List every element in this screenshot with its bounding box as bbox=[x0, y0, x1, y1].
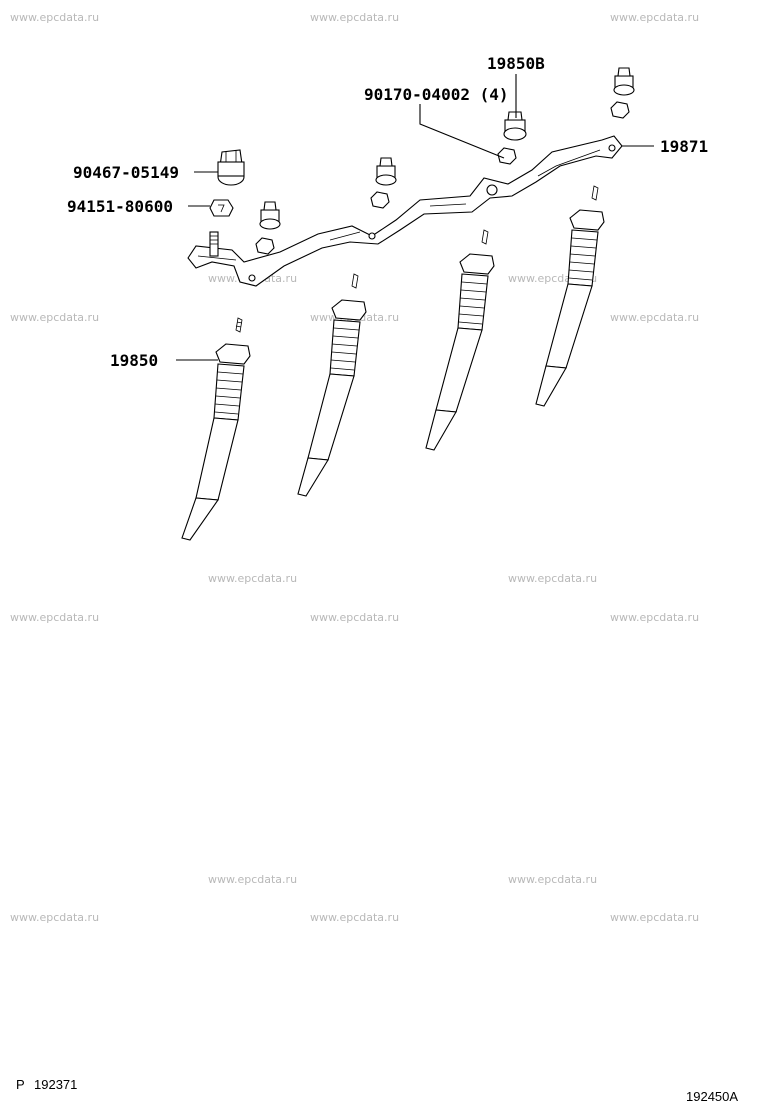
watermark: www.epcdata.ru bbox=[508, 873, 597, 886]
watermark: www.epcdata.ru bbox=[508, 572, 597, 585]
watermark: www.epcdata.ru bbox=[10, 611, 99, 624]
watermark: www.epcdata.ru bbox=[10, 11, 99, 24]
watermark: www.epcdata.ru bbox=[610, 311, 699, 324]
watermark: www.epcdata.ru bbox=[208, 873, 297, 886]
terminal-cap-part bbox=[255, 201, 281, 255]
watermark: www.epcdata.ru bbox=[208, 572, 297, 585]
watermark: www.epcdata.ru bbox=[10, 911, 99, 924]
callout-nut-90170-04002: 90170-04002 (4) bbox=[364, 85, 509, 104]
glow-plug-busbar bbox=[187, 135, 623, 287]
watermark: www.epcdata.ru bbox=[610, 911, 699, 924]
callout-busbar-19871: 19871 bbox=[660, 137, 708, 156]
terminal-cap-part bbox=[503, 111, 527, 141]
washer-nut-part bbox=[209, 199, 234, 217]
terminal-cap-part bbox=[370, 157, 397, 209]
terminal-cap-part bbox=[610, 67, 635, 119]
nut-part bbox=[497, 147, 517, 165]
watermark: www.epcdata.ru bbox=[610, 11, 699, 24]
watermark: www.epcdata.ru bbox=[310, 911, 399, 924]
callout-glow-plug-19850: 19850 bbox=[110, 351, 158, 370]
page-ref-symbol: P bbox=[16, 1077, 25, 1092]
watermark: www.epcdata.ru bbox=[310, 611, 399, 624]
glow-plug-part bbox=[181, 317, 251, 541]
callout-terminal-19850b: 19850B bbox=[487, 54, 545, 73]
page-ref: 192371 bbox=[34, 1077, 77, 1092]
illustration-code: 192450A bbox=[686, 1089, 738, 1104]
glow-plug-part bbox=[297, 273, 367, 497]
watermark: www.epcdata.ru bbox=[310, 11, 399, 24]
callout-insulator-90467-05149: 90467-05149 bbox=[73, 163, 179, 182]
glow-plug-part bbox=[425, 229, 495, 451]
leader-lines bbox=[176, 74, 654, 361]
insulator-cap-part bbox=[217, 149, 245, 186]
glow-plug-part bbox=[535, 185, 605, 407]
watermark: www.epcdata.ru bbox=[10, 311, 99, 324]
callout-nut-94151-80600: 94151-80600 bbox=[67, 197, 173, 216]
watermark: www.epcdata.ru bbox=[610, 611, 699, 624]
